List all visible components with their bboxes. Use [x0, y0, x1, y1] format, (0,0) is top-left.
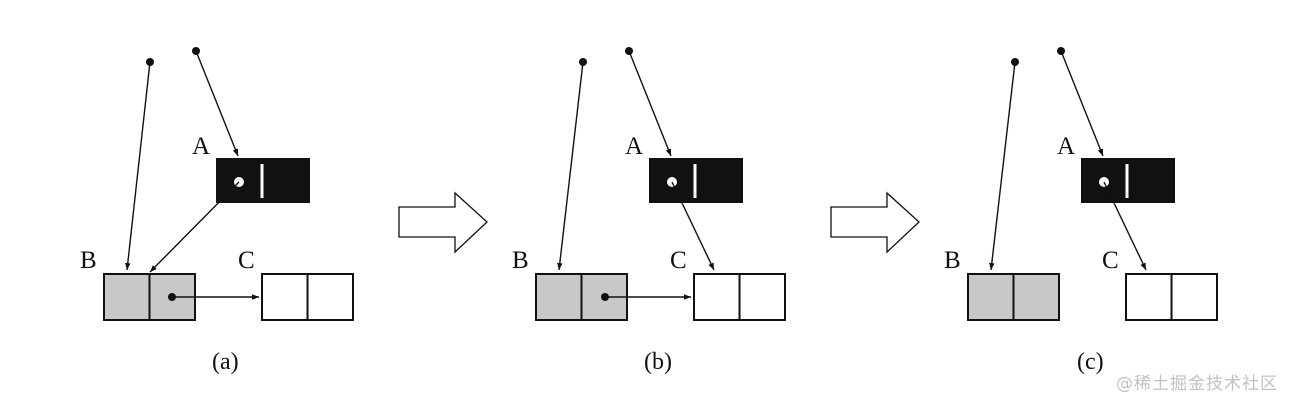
panel-c: A B C (c)	[944, 47, 1218, 375]
node-c-label: C	[1102, 247, 1119, 274]
node-c-label: C	[670, 247, 687, 274]
node-a-label: A	[625, 133, 643, 160]
edge-a-to-b	[149, 181, 240, 273]
node-b-label: B	[944, 247, 961, 274]
panel-c-caption: (c)	[1077, 349, 1104, 375]
node-a-label: A	[192, 133, 210, 160]
panel-b: A B C (b)	[512, 47, 786, 375]
transition-arrow-icon-1	[398, 191, 488, 254]
edge-a-to-c	[671, 181, 715, 271]
edge-root2-to-a	[628, 50, 672, 157]
edge-a-to-c	[1103, 181, 1147, 271]
node-b-label: B	[80, 247, 97, 274]
edge-root2-to-a	[1060, 50, 1104, 157]
watermark-text: @稀土掘金技术社区	[1116, 374, 1278, 394]
edge-root1-to-b	[124, 61, 151, 271]
panel-a-caption: (a)	[212, 349, 239, 375]
panel-b-caption: (b)	[644, 349, 672, 375]
edge-root1-to-b	[557, 61, 584, 271]
node-b-label: B	[512, 247, 529, 274]
panel-a: A B C (a)	[80, 47, 354, 375]
node-c-label: C	[238, 247, 255, 274]
edge-root2-to-a	[195, 50, 239, 157]
edge-root1-to-b	[989, 61, 1016, 271]
node-a-label: A	[1057, 133, 1075, 160]
transition-arrow-icon-2	[830, 191, 920, 254]
